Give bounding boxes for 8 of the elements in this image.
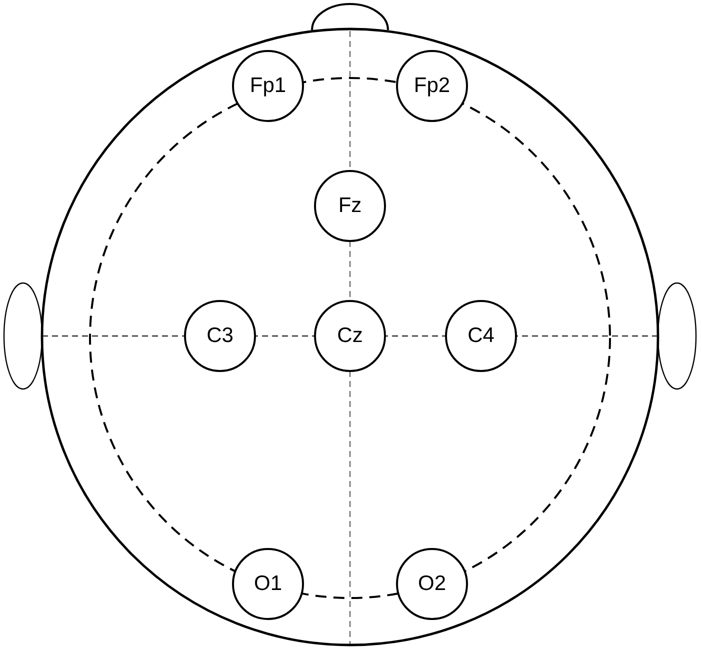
electrode-circle: Fp1 (232, 50, 304, 122)
electrode-circle: C3 (184, 300, 256, 372)
electrode-circle: Fz (314, 170, 386, 242)
electrode-circle: Fp2 (396, 50, 468, 122)
electrode-circle: O1 (232, 548, 304, 620)
electrode-circle: O2 (396, 548, 468, 620)
electrode-circle: Cz (314, 300, 386, 372)
electrode-circle: C4 (445, 300, 517, 372)
